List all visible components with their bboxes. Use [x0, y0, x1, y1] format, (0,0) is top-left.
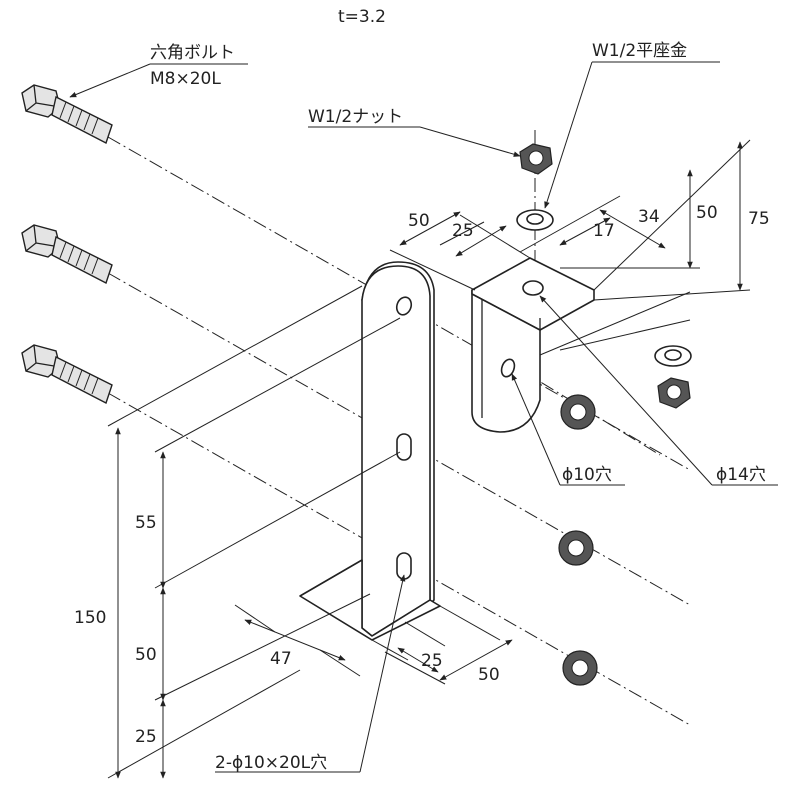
hole14-label: ϕ14穴 — [716, 465, 766, 485]
nut-label: W1/2ナット — [308, 107, 403, 127]
dim-bottom-47: 47 — [270, 649, 292, 669]
dim-left-150: 150 — [74, 608, 106, 628]
flat-washer — [516, 209, 554, 231]
dim-top-34: 34 — [638, 207, 660, 227]
thickness-label: t=3.2 — [338, 7, 386, 27]
dim-left-25: 25 — [135, 727, 157, 747]
hole-10 — [500, 358, 516, 378]
dim-right-75: 75 — [748, 209, 770, 229]
hex-nut — [657, 377, 691, 409]
dim-left-55: 55 — [135, 513, 157, 533]
dim-bottom-25: 25 — [421, 651, 443, 671]
hex-nut — [519, 143, 553, 175]
flange-nut — [560, 394, 596, 430]
hex-bolt — [21, 344, 113, 404]
dim-top-17: 17 — [593, 221, 615, 241]
angle-bracket — [471, 257, 595, 433]
dim-bottom-50: 50 — [478, 665, 500, 685]
flange-nut — [562, 650, 598, 686]
dim-top-50: 50 — [408, 211, 430, 231]
flange-nut — [558, 530, 594, 566]
hole-14 — [522, 280, 544, 296]
top-dimensions — [389, 139, 751, 356]
washer-label: W1/2平座金 — [592, 41, 687, 61]
hex-bolt — [21, 224, 113, 284]
bolt-label-name: 六角ボルト — [150, 43, 235, 63]
flat-washer — [654, 345, 692, 367]
bolt-label-size: M8×20L — [150, 69, 221, 89]
slot-hole — [396, 433, 412, 461]
hex-bolt — [21, 84, 113, 144]
left-dimensions — [107, 285, 401, 779]
vertical-bracket — [299, 261, 441, 641]
dim-top-25: 25 — [452, 221, 474, 241]
dim-right-50: 50 — [696, 203, 718, 223]
slot-label: 2-ϕ10×20L穴 — [215, 753, 327, 773]
hole10-label: ϕ10穴 — [562, 465, 612, 485]
dim-left-50: 50 — [135, 645, 157, 665]
bottom-dimensions — [234, 604, 513, 685]
bolt-hole — [395, 296, 413, 316]
